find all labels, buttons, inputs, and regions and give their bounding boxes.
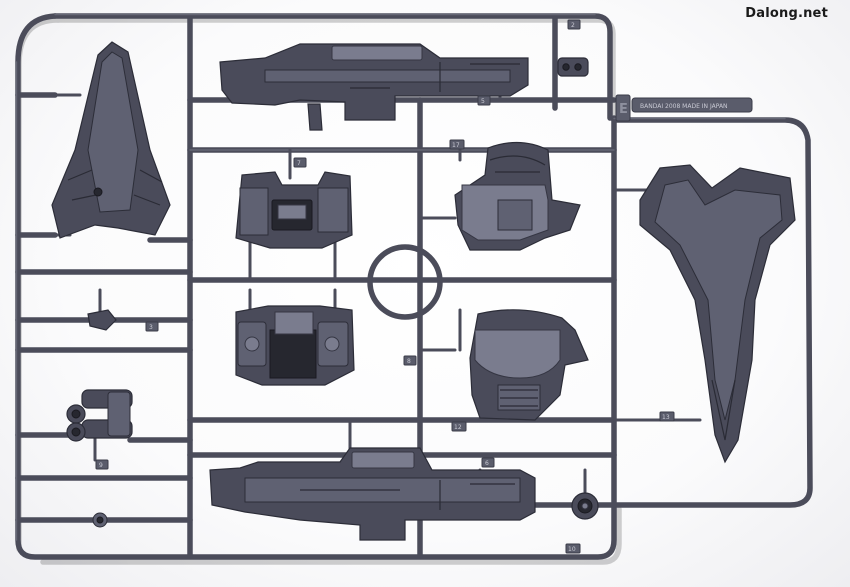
svg-text:17: 17 bbox=[452, 142, 460, 149]
small-connector-part bbox=[553, 57, 589, 77]
wing-fin-part bbox=[51, 41, 171, 239]
svg-text:7: 7 bbox=[297, 160, 301, 167]
part-number-tag: 8 bbox=[403, 355, 417, 366]
chest-block-lower-part bbox=[235, 288, 355, 386]
part-number-tag: 17 bbox=[449, 139, 465, 150]
svg-text:13: 13 bbox=[662, 414, 670, 421]
svg-text:5: 5 bbox=[481, 98, 485, 105]
part-number-tag: 12 bbox=[451, 421, 467, 432]
rifle-lower-part bbox=[209, 418, 536, 541]
part-number-tag: 9 bbox=[95, 459, 109, 470]
svg-text:2: 2 bbox=[571, 22, 575, 29]
svg-text:E: E bbox=[619, 102, 628, 117]
svg-text:BANDAI 2008 MADE IN JAPAN: BANDAI 2008 MADE IN JAPAN bbox=[640, 103, 728, 110]
part-number-tag: 2 bbox=[567, 19, 581, 30]
round-cap-part bbox=[571, 468, 599, 520]
part-number-tag: 3 bbox=[145, 321, 159, 332]
watermark-text: Dalong.net bbox=[745, 6, 828, 21]
small-joint-part bbox=[87, 288, 117, 528]
svg-text:3: 3 bbox=[149, 324, 153, 331]
svg-text:12: 12 bbox=[454, 424, 462, 431]
sprue-letter-tab: E BANDAI 2008 MADE IN JAPAN bbox=[615, 94, 753, 122]
twin-thruster-part bbox=[66, 389, 133, 462]
part-number-tag: 13 bbox=[659, 411, 675, 422]
svg-text:10: 10 bbox=[568, 546, 576, 553]
svg-text:8: 8 bbox=[407, 358, 411, 365]
rifle-upper-part bbox=[219, 43, 529, 131]
part-number-tag: 7 bbox=[293, 157, 307, 168]
part-number-tags: 5 7 17 2 3 8 12 13 6 10 9 bbox=[95, 19, 675, 554]
chest-block-upper-part bbox=[235, 148, 353, 282]
part-number-tag: 5 bbox=[477, 95, 491, 106]
part-number-tag: 6 bbox=[481, 457, 495, 468]
svg-text:9: 9 bbox=[99, 462, 103, 469]
shield-part bbox=[612, 164, 796, 464]
part-number-tag: 10 bbox=[565, 543, 581, 554]
armor-shell-upper-part bbox=[418, 141, 581, 251]
armor-shell-lower-part bbox=[418, 308, 589, 421]
svg-text:6: 6 bbox=[485, 460, 489, 467]
